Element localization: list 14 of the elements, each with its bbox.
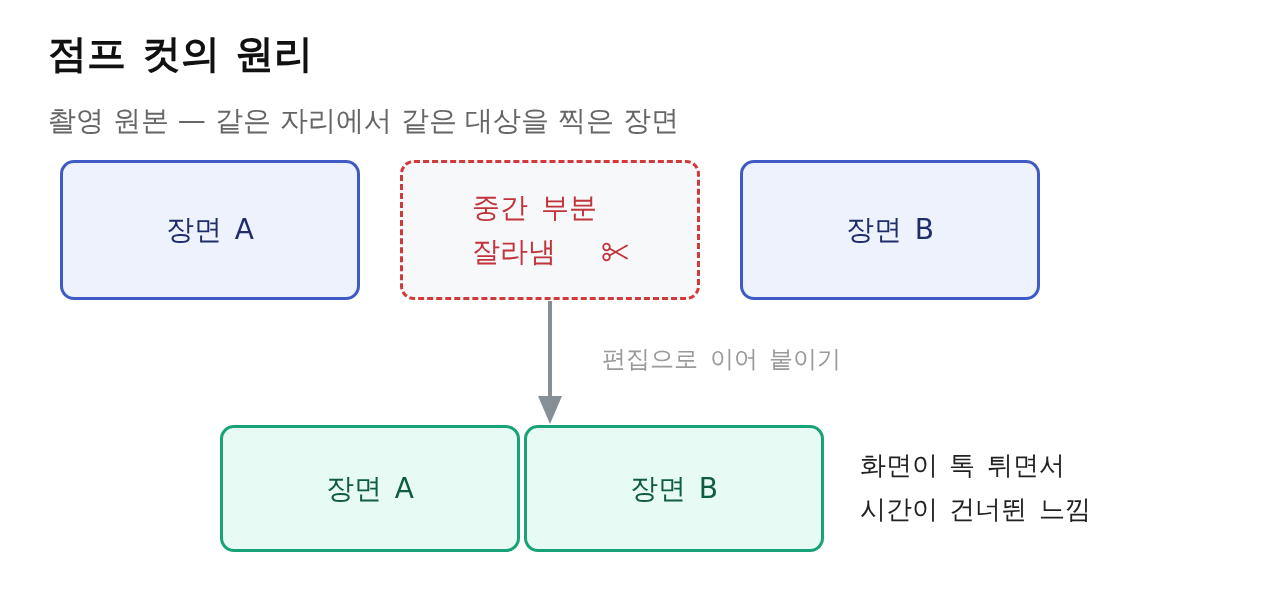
scene-label: 장면 B: [845, 213, 935, 246]
scene-box: [60, 160, 360, 300]
scene-box: [220, 425, 520, 552]
scene-label: 장면 B: [629, 471, 719, 505]
cut-box: [400, 160, 700, 300]
subtitle: 촬영 원본 — 같은 자리에서 같은 대상을 찍은 장면: [48, 103, 680, 139]
cut-label: 중간 부분 잘라냄: [472, 190, 598, 270]
scene-label: 장면 A: [325, 471, 415, 505]
scene-label: 장면 A: [165, 213, 255, 246]
scene-box: [740, 160, 1040, 300]
title: 점프 컷의 원리: [48, 30, 314, 78]
scene-box: [524, 425, 824, 552]
note-text: 화면이 톡 튀면서 시간이 건너뛴 느낌: [860, 449, 1092, 526]
arrow: [538, 301, 562, 424]
